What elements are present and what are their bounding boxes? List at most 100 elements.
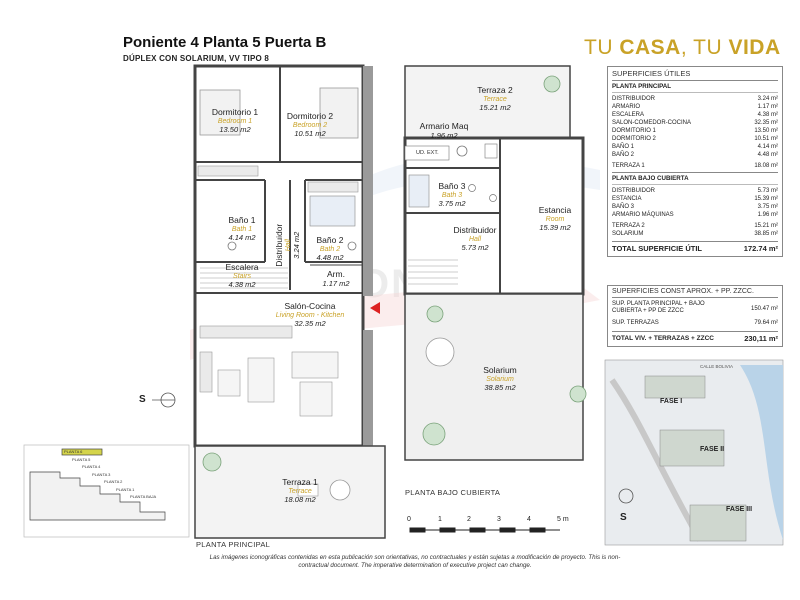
room-estancia: Estancia Room 15.39 m2 [538, 205, 572, 232]
row-value: 1.96 m² [757, 212, 778, 218]
row-value: 15.39 m² [754, 196, 778, 202]
slogan: TU CASA, TU VIDA [584, 36, 781, 59]
room-dormitorio-2: Dormitorio 2 Bedroom 2 10.51 m2 [286, 111, 334, 138]
table-row: ESCALERA 4.38 m² [612, 111, 778, 119]
row-label: DISTRIBUIDOR [612, 188, 656, 194]
row-value: 3.24 m² [757, 96, 778, 102]
site-map-street: CALLE BOLIVIA [700, 364, 734, 369]
page-title: Poniente 4 Planta 5 Puerta B [123, 34, 327, 51]
table-row: ARMARIO MÁQUINAS 1.96 m² [612, 211, 778, 219]
row-value: 1.17 m² [757, 104, 778, 110]
row-value: 10.51 m² [754, 136, 778, 142]
row-value: 4.38 m² [757, 112, 778, 118]
row-label: TERRAZA 2 [612, 223, 645, 229]
site-map-fase-1: FASE I [660, 398, 683, 405]
site-map-fase-2: FASE II [700, 446, 725, 453]
compass-label: S [139, 394, 146, 405]
table-superficies-construidas: SUPERFICIES CONST APROX. + PP. ZZCC. SUP… [607, 285, 783, 347]
table-row: SUP. PLANTA PRINCIPAL + BAJO CUBIERTA + … [612, 301, 778, 314]
row-value: 5.73 m² [757, 188, 778, 194]
room-solarium: Solarium Solarium 38.85 m2 [483, 365, 517, 392]
row-label: ARMARIO MÁQUINAS [612, 212, 674, 218]
row-value: 38.85 m² [754, 231, 778, 237]
scale-bar-ticks: 0 1 2 3 4 5 m [405, 516, 575, 526]
table-row: TERRAZA 2 15.21 m² [612, 222, 778, 230]
scale-tick: 1 [438, 516, 442, 523]
row-label: DISTRIBUIDOR [612, 96, 656, 102]
room-bano-2: Baño 2 Bath 2 4.48 m2 [316, 235, 344, 262]
table-row: ESTANCIA 15.39 m² [612, 195, 778, 203]
row-label: BAÑO 2 [612, 152, 635, 158]
table-row: BAÑO 1 4.14 m² [612, 143, 778, 151]
row-label: SOLARIUM [612, 231, 644, 237]
section-label: PLANTA 1 [116, 486, 135, 492]
site-map [604, 359, 784, 546]
row-value: 3.75 m² [757, 204, 778, 210]
ud-ext-label: UD. EXT. [416, 150, 439, 156]
scale-tick: 2 [467, 516, 471, 523]
table-subheading: PLANTA PRINCIPAL [612, 83, 778, 93]
scale-tick: 3 [497, 516, 501, 523]
section-label: PLANTA 6 [64, 449, 83, 454]
section-label: PLANTA 3 [92, 471, 111, 477]
row-value: 4.14 m² [757, 144, 778, 150]
table-row: DORMITORIO 1 13.50 m² [612, 127, 778, 135]
room-escalera: Escalera Stairs 4.38 m2 [225, 262, 259, 289]
room-bano-3: Baño 3 Bath 3 3.75 m2 [438, 181, 466, 208]
row-value: 4.48 m² [757, 152, 778, 158]
table-heading: SUPERFICIES ÚTILES [612, 69, 778, 81]
room-armario-maq: Armario Maq 1.96 m2 [419, 121, 469, 140]
row-value: 15.21 m² [754, 223, 778, 229]
table-subheading: PLANTA BAJO CUBIERTA [612, 175, 778, 185]
room-terraza-1: Terraza 1 Terrace 18.08 m2 [282, 477, 318, 504]
table-row: SOLARIUM 38.85 m² [612, 230, 778, 238]
table-row: SALON-COMEDOR-COCINA 32.35 m² [612, 119, 778, 127]
room-salon-cocina: Salón-Cocina Living Room - Kitchen 32.35… [275, 301, 345, 328]
scale-tick: 5 m [557, 516, 569, 523]
room-armario: Arm. 1.17 m2 [322, 269, 350, 288]
section-labels: PLANTA 6 PLANTA 5 PLANTA 4 PLANTA 3 PLAN… [64, 448, 156, 501]
row-label: DORMITORIO 1 [612, 128, 656, 134]
table-row: BAÑO 2 4.48 m² [612, 151, 778, 159]
site-map-fase-3: FASE III [726, 506, 753, 513]
label-planta-bajo-cubierta: PLANTA BAJO CUBIERTA [405, 488, 501, 497]
scale-tick: 0 [407, 516, 411, 523]
section-diagram [23, 444, 190, 538]
label-planta-principal: PLANTA PRINCIPAL [196, 540, 271, 549]
table-row: DORMITORIO 2 10.51 m² [612, 135, 778, 143]
page-subtitle: DÚPLEX CON SOLARIUM, VV TIPO 8 [123, 54, 270, 63]
table-row: ARMARIO 1.17 m² [612, 103, 778, 111]
room-distribuidor-vertical: Distribuidor Hall 3.24 m2 [273, 223, 301, 267]
legal-disclaimer: Las imágenes iconográficas contenidas en… [209, 554, 621, 570]
table-row: DISTRIBUIDOR 3.24 m² [612, 95, 778, 103]
room-distribuidor-cubierta: Distribuidor Hall 5.73 m2 [453, 225, 497, 252]
row-label: DORMITORIO 2 [612, 136, 656, 142]
table-row: DISTRIBUIDOR 5.73 m² [612, 187, 778, 195]
room-bano-1: Baño 1 Bath 1 4.14 m2 [228, 215, 256, 242]
row-value: 32.35 m² [754, 120, 778, 126]
table-heading: SUPERFICIES CONST APROX. + PP. ZZCC. [612, 288, 778, 298]
site-map-compass: S [620, 512, 627, 523]
row-label: ESTANCIA [612, 196, 642, 202]
section-label: PLANTA 5 [72, 456, 91, 462]
section-label: PLANTA 4 [82, 464, 101, 469]
row-label: ARMARIO [612, 104, 641, 110]
table-row: BAÑO 3 3.75 m² [612, 203, 778, 211]
table-superficies-utiles: SUPERFICIES ÚTILES PLANTA PRINCIPAL DIST… [607, 66, 783, 257]
row-label: BAÑO 1 [612, 144, 635, 150]
plan-cubierta [403, 65, 585, 461]
section-label: PLANTA 2 [104, 479, 123, 484]
row-label: ESCALERA [612, 112, 645, 118]
room-terraza-2: Terraza 2 Terrace 15.21 m2 [477, 85, 513, 112]
section-label: PLANTA BAJA [130, 494, 157, 499]
row-label: BAÑO 3 [612, 204, 635, 210]
scale-tick: 4 [527, 516, 531, 523]
row-label: SALON-COMEDOR-COCINA [612, 120, 692, 126]
row-value: 13.50 m² [754, 128, 778, 134]
room-dormitorio-1: Dormitorio 1 Bedroom 1 13.50 m2 [211, 107, 259, 134]
